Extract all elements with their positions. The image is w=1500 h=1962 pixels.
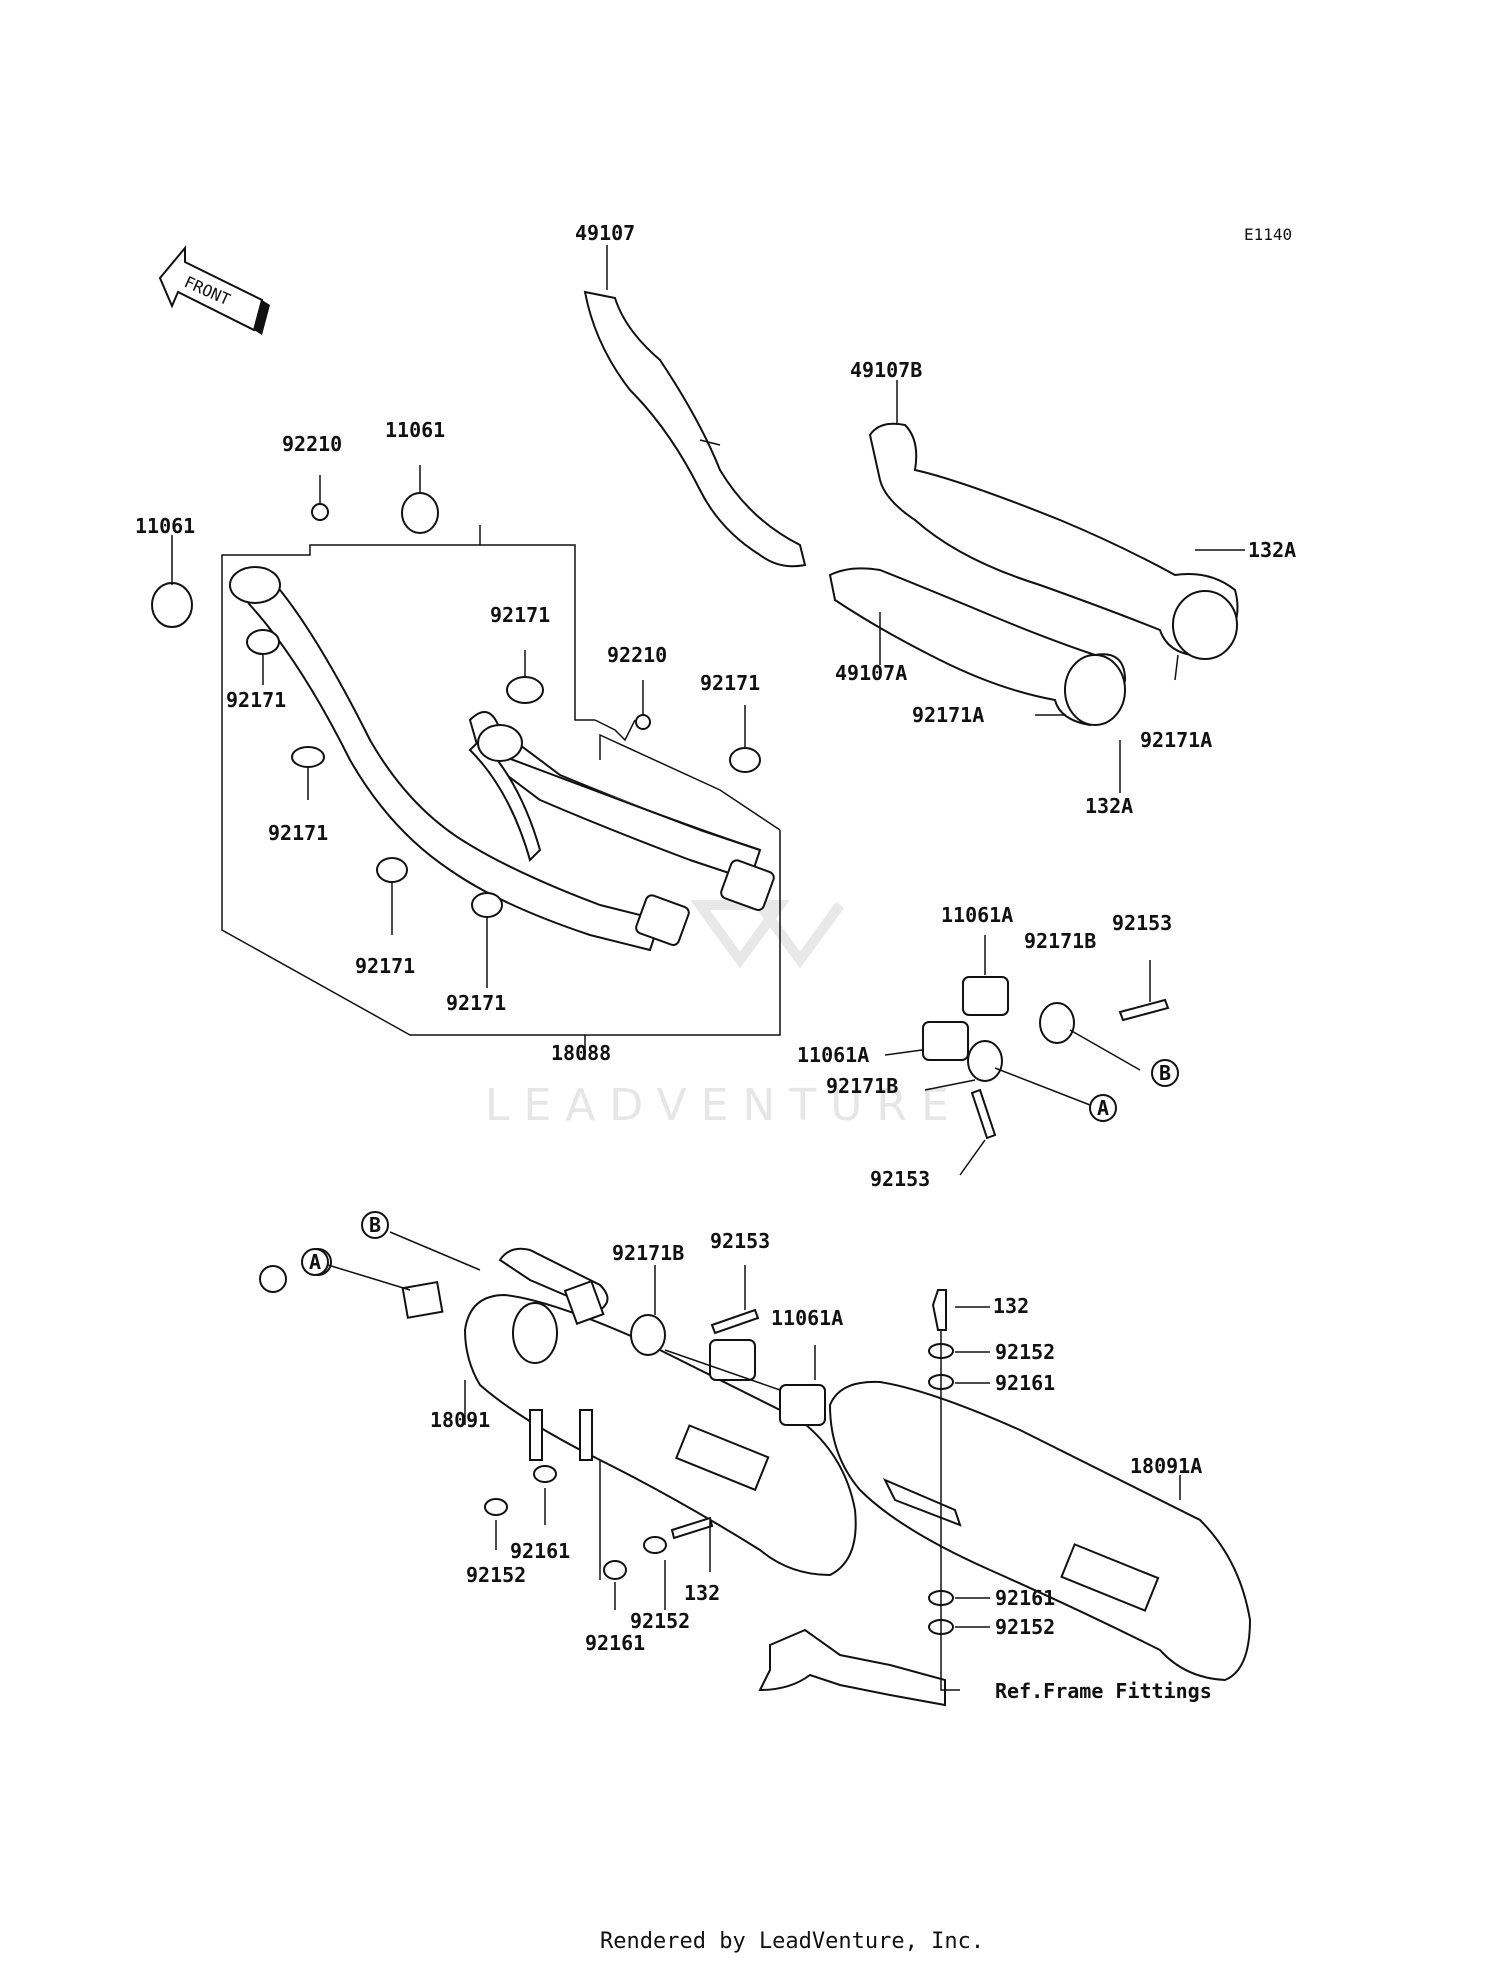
diagram-code: E1140 [1244, 225, 1292, 244]
label-132-1: 132 [993, 1294, 1029, 1318]
ref-a-marker [301, 1248, 329, 1276]
label-92171-2: 92171 [700, 671, 760, 695]
leader-lines-upper [171, 245, 1245, 1176]
label-11061A-3: 11061A [771, 1306, 843, 1330]
bolt-92153-1 [1118, 998, 1170, 1022]
clamp-92171B-1 [1039, 1002, 1075, 1044]
label-92152-2: 92152 [995, 1615, 1055, 1639]
label-92210-1: 92210 [282, 432, 342, 456]
heat-shield-49107A [828, 567, 1127, 727]
footer-credit: Rendered by LeadVenture, Inc. [600, 1929, 984, 1954]
watermark: LEADVENTURE [485, 900, 963, 1131]
label-92161-4: 92161 [585, 1631, 645, 1655]
label-92153-2: 92153 [870, 1167, 930, 1191]
label-132A-1: 132A [1248, 538, 1296, 562]
label-92153-3: 92153 [710, 1229, 770, 1253]
label-18088: 18088 [551, 1041, 611, 1065]
exhaust-pipe-18088 [229, 566, 775, 952]
label-ref-a-lower: A [309, 1250, 321, 1274]
label-92210-2: 92210 [607, 643, 667, 667]
front-arrow-icon: FRONT [158, 245, 270, 335]
gasket-11061-top [401, 492, 439, 534]
label-ref-b-upper: B [1159, 1061, 1171, 1085]
label-ref-frame-fittings: Ref.Frame Fittings [995, 1679, 1212, 1703]
label-49107B: 49107B [850, 358, 922, 382]
label-92171B-1: 92171B [1024, 929, 1096, 953]
heat-shield-49107B [868, 422, 1239, 660]
muffler-18091 [401, 1247, 857, 1577]
heat-shield-49107 [583, 290, 807, 568]
muffler-18091A [779, 1380, 1252, 1682]
bolt-92153-2 [970, 1088, 997, 1140]
label-49107: 49107 [575, 221, 635, 245]
label-92171A-1: 92171A [1140, 728, 1212, 752]
label-11061-1: 11061 [385, 418, 445, 442]
label-ref-b-lower: B [369, 1213, 381, 1237]
leader-lines-lower [327, 1231, 1181, 1628]
ref-circle-a-lower [259, 1265, 287, 1293]
bracket-18088 [221, 575, 781, 1036]
sleeve-11061A-2 [922, 1021, 969, 1061]
label-92161-2: 92161 [995, 1586, 1055, 1610]
label-92152-1: 92152 [995, 1340, 1055, 1364]
nut-92210-top [311, 503, 329, 521]
label-92171-1: 92171 [490, 603, 550, 627]
label-92171B-3: 92171B [612, 1241, 684, 1265]
sleeve-11061A-1 [962, 976, 1009, 1016]
label-92161-1: 92161 [995, 1371, 1055, 1395]
label-132-2: 132 [684, 1581, 720, 1605]
watermark-text: LEADVENTURE [485, 1080, 963, 1131]
label-132A-2: 132A [1085, 794, 1133, 818]
label-ref-a-upper: A [1097, 1096, 1109, 1120]
label-92152-3: 92152 [466, 1563, 526, 1587]
label-92171-6: 92171 [446, 991, 506, 1015]
label-11061A-1: 11061A [941, 903, 1013, 927]
frame-fitting-bracket [758, 1628, 946, 1707]
ref-circle-a-upper [1089, 1094, 1117, 1122]
lower-hardware [484, 1289, 960, 1691]
label-92152-4: 92152 [630, 1609, 690, 1633]
label-11061-2: 11061 [135, 514, 195, 538]
label-92153-1: 92153 [1112, 911, 1172, 935]
label-92171-4: 92171 [268, 821, 328, 845]
clamp-92171B-2 [967, 1040, 1003, 1082]
label-49107A: 49107A [835, 661, 907, 685]
ref-circle-b-upper [1151, 1059, 1179, 1087]
label-11061A-2: 11061A [797, 1043, 869, 1067]
clamps-92171 [246, 629, 761, 918]
label-92161-3: 92161 [510, 1539, 570, 1563]
label-92171A-2: 92171A [912, 703, 984, 727]
label-18091A: 18091A [1130, 1454, 1202, 1478]
label-92171B-2: 92171B [826, 1074, 898, 1098]
ref-b-marker [361, 1211, 389, 1239]
gasket-11061-left [151, 582, 193, 628]
label-92171-5: 92171 [355, 954, 415, 978]
label-92171-3: 92171 [226, 688, 286, 712]
nut-92210-mid [635, 714, 651, 730]
label-18091: 18091 [430, 1408, 490, 1432]
